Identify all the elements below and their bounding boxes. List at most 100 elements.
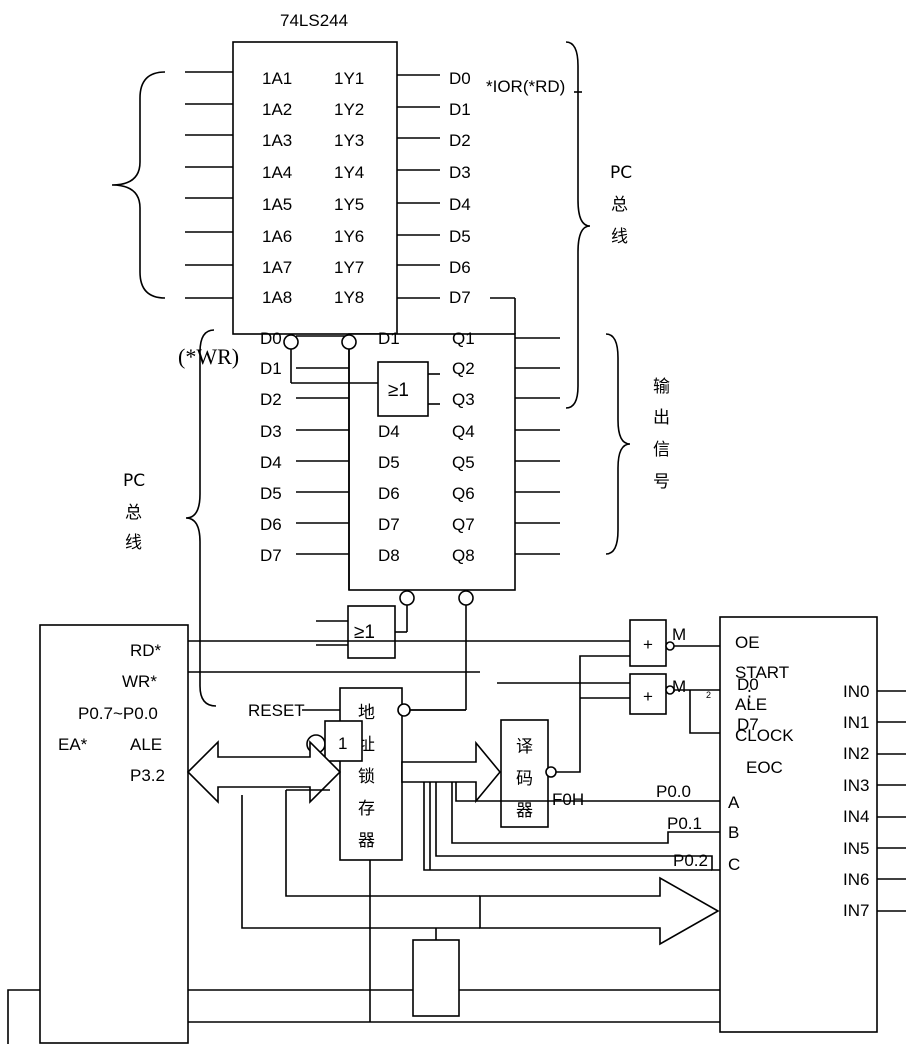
latch-in-d5: D5 xyxy=(260,484,282,503)
data-bus-arrow-left xyxy=(186,740,342,804)
addr-bus-arrow xyxy=(401,740,502,804)
adc-in4: IN4 xyxy=(843,807,869,826)
not-gate xyxy=(324,720,363,762)
latch-output-lines xyxy=(515,337,560,555)
output-label-2: 出 xyxy=(653,408,670,428)
latch-d4: D4 xyxy=(378,422,400,441)
wr-label: (*WR) xyxy=(178,344,239,369)
pin-1y7: 1Y7 xyxy=(334,258,364,277)
chip-244-body xyxy=(232,41,398,335)
adc-pin-clock: CLOCK xyxy=(735,726,794,745)
adc-input-lines xyxy=(877,690,906,912)
addr-latch-char-5: 器 xyxy=(358,831,375,851)
latch-q3: Q3 xyxy=(452,390,475,409)
plus-gate-top-label: + xyxy=(643,635,653,654)
addr-latch-char-3: 锁 xyxy=(358,767,375,787)
adc-in0: IN0 xyxy=(843,682,869,701)
addr-latch-char-1: 地 xyxy=(358,703,375,723)
latch-enable-bubble-2 xyxy=(458,590,474,606)
adc-pin-d0: D0 xyxy=(737,675,759,694)
decoder-char-3: 器 xyxy=(516,801,533,821)
plus-gate-bottom-label: + xyxy=(643,687,653,706)
input-brace-left xyxy=(111,71,166,299)
output-brace xyxy=(605,333,631,555)
output-label-4: 号 xyxy=(653,472,670,492)
decoder-output-bubble xyxy=(545,766,557,778)
reset-label: RESET xyxy=(248,701,305,720)
pin-1a4: 1A4 xyxy=(262,163,292,182)
pin-1y4: 1Y4 xyxy=(334,163,364,182)
pin-1a3: 1A3 xyxy=(262,131,292,150)
bus-d7: D7 xyxy=(449,288,471,307)
pin-1y5: 1Y5 xyxy=(334,195,364,214)
or-gate-mid xyxy=(347,605,396,659)
chip-244-output-lines xyxy=(397,74,440,299)
mcu-body xyxy=(39,624,189,1044)
latch-q8: Q8 xyxy=(452,546,475,565)
plus-gate-bottom xyxy=(629,673,667,715)
latch-chip-body xyxy=(348,333,516,591)
adc-in5: IN5 xyxy=(843,839,869,858)
latch-in-d4: D4 xyxy=(260,453,282,472)
mcu-pin-p32: P3.2 xyxy=(130,766,165,785)
adc-pin-start: START xyxy=(735,663,789,682)
plus-gate-top xyxy=(629,619,667,667)
pin-1y8: 1Y8 xyxy=(334,288,364,307)
latch-d8: D8 xyxy=(378,546,400,565)
latch-q6: Q6 xyxy=(452,484,475,503)
mcu-pin-wr: WR* xyxy=(122,672,157,691)
bus-d4: D4 xyxy=(449,195,471,214)
latch-d5: D5 xyxy=(378,453,400,472)
adc-small-mark: 2 xyxy=(706,690,711,700)
m-label-top: M xyxy=(672,625,686,644)
m-label-bottom: M xyxy=(672,677,686,696)
adc-bus-arrow xyxy=(479,876,720,946)
latch-in-d2: D2 xyxy=(260,390,282,409)
pc-bus-label-top-3: 线 xyxy=(611,227,628,247)
adc-in7: IN7 xyxy=(843,901,869,920)
latch-in-d3: D3 xyxy=(260,422,282,441)
latch-input-lines xyxy=(296,335,349,555)
latch-d1: D1 xyxy=(378,329,400,348)
adc-in3: IN3 xyxy=(843,776,869,795)
adc-pin-b: B xyxy=(728,823,739,842)
adc-in2: IN2 xyxy=(843,744,869,763)
adc-in1: IN1 xyxy=(843,713,869,732)
adc-body xyxy=(719,616,878,1033)
or-gate-mid-label: ≥1 xyxy=(354,622,375,643)
bus-d1: D1 xyxy=(449,100,471,119)
or-gate-top-label: ≥1 xyxy=(388,380,409,401)
chip-244-enable-bubble-2 xyxy=(341,334,357,350)
addr-line-p01: P0.1 xyxy=(667,814,702,833)
mcu-pin-ale: ALE xyxy=(130,735,162,754)
pin-1y3: 1Y3 xyxy=(334,131,364,150)
pc-bus-brace-left xyxy=(185,329,217,707)
chip-244-input-lines xyxy=(185,71,233,299)
pc-bus-label-left-2: 总 xyxy=(125,503,142,523)
addr-line-p02: P0.2 xyxy=(673,851,708,870)
ior-rd-label: *IOR(*RD) xyxy=(486,77,565,96)
latch-q1: Q1 xyxy=(452,329,475,348)
latch-q2: Q2 xyxy=(452,359,475,378)
bus-d2: D2 xyxy=(449,131,471,150)
latch-q7: Q7 xyxy=(452,515,475,534)
adc-in6: IN6 xyxy=(843,870,869,889)
pc-bus-brace-top xyxy=(565,41,591,409)
latch-in-d6: D6 xyxy=(260,515,282,534)
chip-244-title: 74LS244 xyxy=(280,11,348,30)
adc-input-labels: IN0 IN1 IN2 IN3 IN4 IN5 IN6 IN7 xyxy=(843,682,869,920)
pin-1a8: 1A8 xyxy=(262,288,292,307)
output-label-3: 信 xyxy=(653,440,670,460)
pin-1y2: 1Y2 xyxy=(334,100,364,119)
pc-bus-label-top-2: 总 xyxy=(611,195,628,215)
adc-dots: ⋮ xyxy=(741,687,758,706)
latch-q5: Q5 xyxy=(452,453,475,472)
pin-1a6: 1A6 xyxy=(262,227,292,246)
latch-q4: Q4 xyxy=(452,422,475,441)
chip-244-pin-labels: 1A1 1A2 1A3 1A4 1A5 1A6 1A7 1A8 1Y1 1Y2 … xyxy=(262,69,471,307)
not-gate-label: 1 xyxy=(338,734,347,753)
adc-pin-eoc: EOC xyxy=(746,758,783,777)
pin-1a7: 1A7 xyxy=(262,258,292,277)
or-gate-top xyxy=(377,361,429,417)
